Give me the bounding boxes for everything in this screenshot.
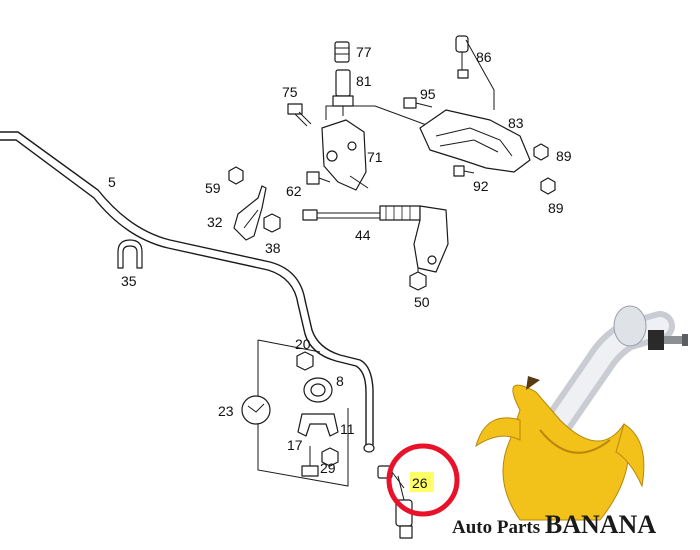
part-38-nut — [263, 213, 281, 233]
label-62: 62 — [286, 183, 302, 199]
label-23: 23 — [218, 403, 234, 419]
part-71-bracket — [321, 119, 367, 191]
part-29-nut — [321, 447, 339, 467]
label-8: 8 — [336, 373, 344, 389]
label-89-upper: 89 — [556, 148, 572, 164]
part-95-bolt-icon — [403, 97, 433, 109]
stabilizer-bar — [0, 131, 375, 453]
control-arm-image — [545, 305, 688, 435]
label-17: 17 — [287, 437, 303, 453]
part-89-nut-lower — [540, 177, 556, 195]
label-50: 50 — [414, 294, 430, 310]
label-92: 92 — [473, 178, 489, 194]
part-50-nut — [409, 271, 427, 291]
part-17-bolt-icon — [301, 446, 319, 477]
label-86: 86 — [476, 49, 492, 65]
brand-name: BANANA — [545, 510, 656, 539]
lower-mount-assembly — [241, 339, 413, 539]
part-75-screw-icon — [287, 103, 312, 127]
banana-icon — [475, 376, 645, 521]
highlight-ring — [386, 443, 460, 517]
label-32: 32 — [207, 214, 223, 230]
highlight-box — [410, 472, 434, 492]
label-95: 95 — [420, 86, 436, 102]
label-77: 77 — [356, 44, 372, 60]
label-59: 59 — [205, 180, 221, 196]
label-81: 81 — [356, 73, 372, 89]
label-71: 71 — [367, 149, 383, 165]
part-86-link — [455, 35, 469, 79]
label-5: 5 — [108, 174, 116, 190]
label-35: 35 — [121, 273, 137, 289]
label-75: 75 — [282, 84, 298, 100]
brand-logo: Auto Parts BANANA — [452, 305, 688, 539]
part-89-nut-upper — [533, 143, 549, 161]
upper-bracket-assembly — [287, 35, 556, 195]
label-29: 29 — [320, 460, 336, 476]
label-38: 38 — [265, 240, 281, 256]
label-89-lower: 89 — [548, 200, 564, 216]
label-83: 83 — [508, 115, 524, 131]
part-11-clamp — [297, 413, 339, 437]
label-26: 26 — [412, 475, 428, 491]
part-35-clamp — [117, 239, 143, 269]
part-labels: 77 81 86 75 95 83 71 89 92 89 5 59 62 32… — [108, 44, 572, 476]
part-44-link-rod — [302, 205, 449, 280]
part-32-bracket — [233, 185, 267, 241]
label-11: 11 — [340, 421, 355, 437]
part-77-bolt-icon — [334, 41, 350, 63]
mid-bracket-assembly — [117, 166, 449, 291]
part-92-bolt-icon — [453, 165, 475, 177]
highlight-part-26: 26 — [386, 443, 460, 517]
part-8-bushing — [303, 377, 333, 403]
part-23-wrench-icon — [241, 395, 271, 425]
brand-prefix: Auto Parts — [452, 517, 545, 538]
part-81-sensor-icon — [332, 69, 354, 116]
part-62-bolt-icon — [306, 171, 331, 185]
part-20-nut — [296, 351, 314, 371]
part-59-nut — [228, 166, 244, 185]
label-20: 20 — [295, 336, 311, 352]
label-44: 44 — [355, 227, 371, 243]
brand-text: Auto Parts BANANA — [452, 510, 656, 539]
